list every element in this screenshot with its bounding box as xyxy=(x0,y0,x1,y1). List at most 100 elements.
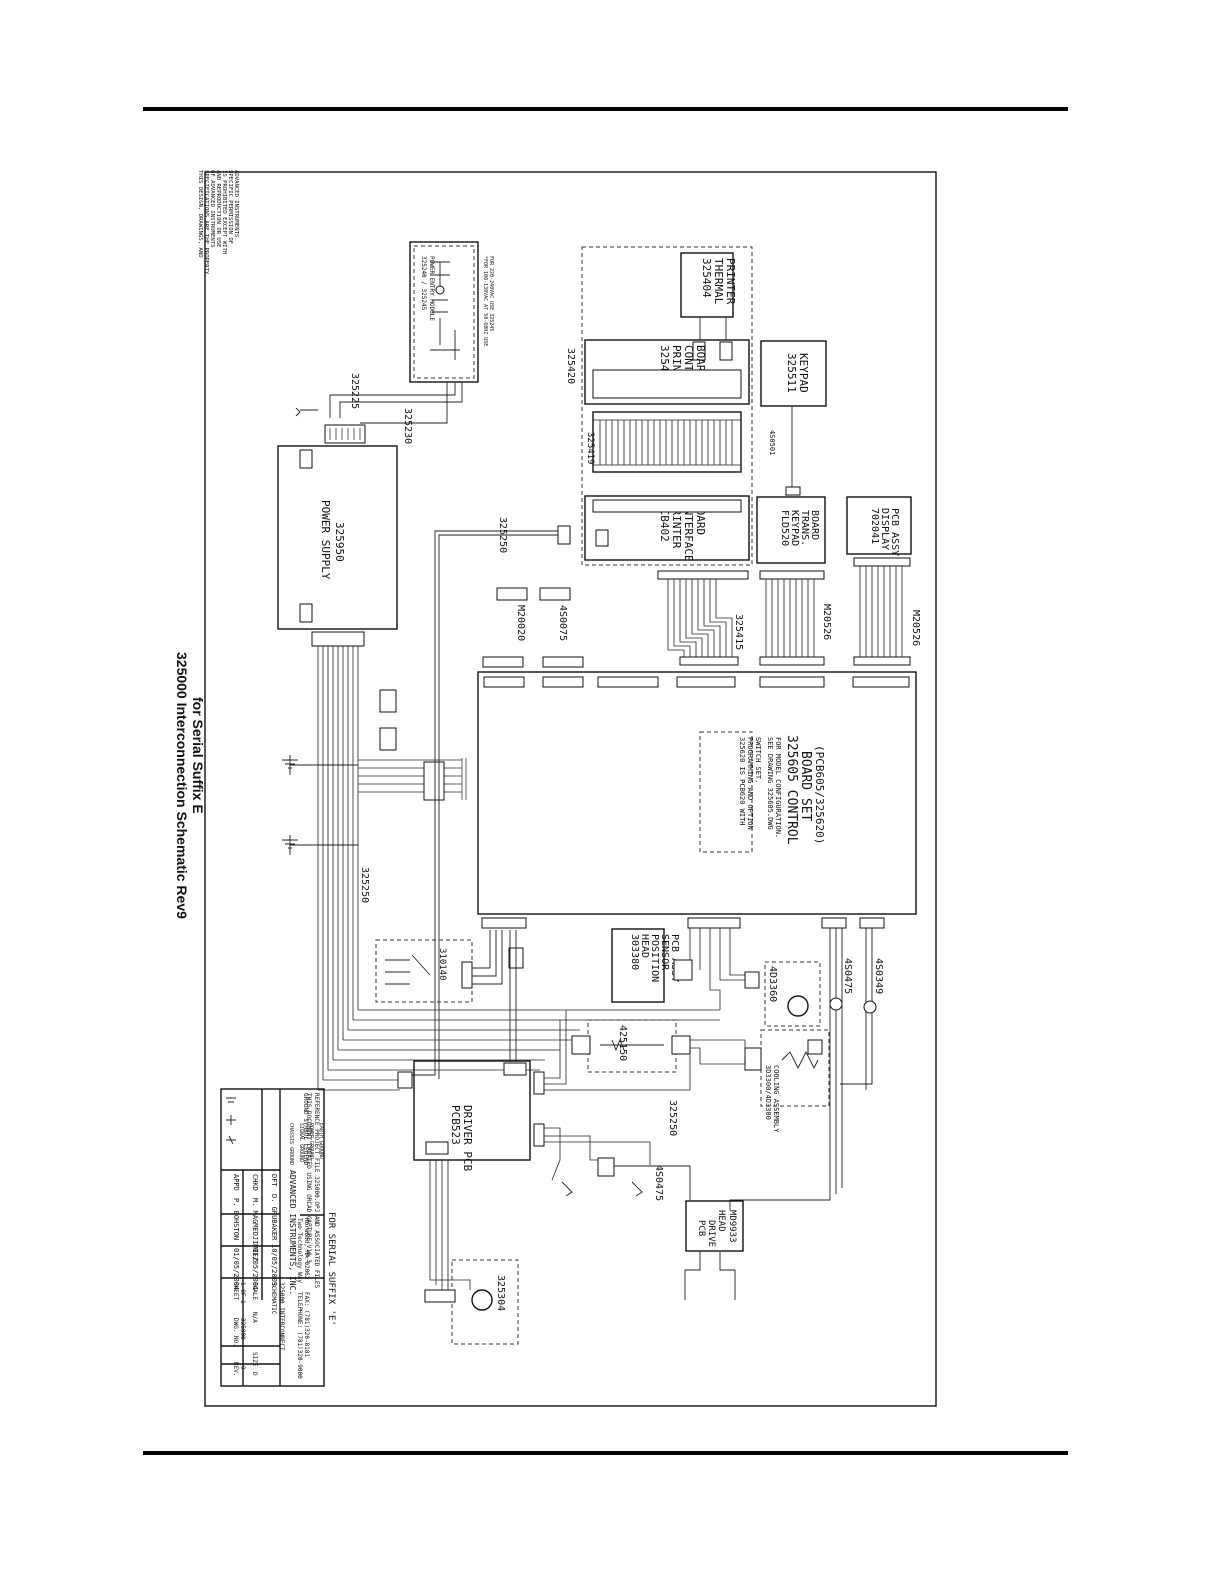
svg-text:DISPLAY: DISPLAY xyxy=(879,508,890,550)
power-entry-module: 325240 / 325245 POWER ENTRY MODULE *FOR … xyxy=(409,241,494,383)
svg-text:310140: 310140 xyxy=(437,948,447,981)
svg-text:CHKD: CHKD xyxy=(251,1174,259,1191)
svg-text:SEE DRAWING 325605.DWG: SEE DRAWING 325605.DWG xyxy=(766,737,774,830)
svg-text:325420: 325420 xyxy=(565,348,576,384)
svg-text:OF ADVANCED INSTRUMENTS: OF ADVANCED INSTRUMENTS xyxy=(209,170,215,247)
svg-text:SCHEMATIC: SCHEMATIC xyxy=(270,1282,277,1315)
svg-text:SPECIFIC PERMISSION OF: SPECIFIC PERMISSION OF xyxy=(227,170,233,245)
svg-text:3D3300/4D3300: 3D3300/4D3300 xyxy=(764,1065,772,1120)
svg-text:POWER GROUND: POWER GROUND xyxy=(308,1123,314,1159)
svg-text:THIS DOCUMENT CREATED USING OR: THIS DOCUMENT CREATED USING ORCAD CAPTUR… xyxy=(305,1093,312,1263)
svg-text:KEYPAD: KEYPAD xyxy=(789,510,800,546)
svg-text:APPD: APPD xyxy=(232,1174,240,1191)
svg-text:FLD520: FLD520 xyxy=(779,510,790,546)
cable-4s0501-label: 4S0501 xyxy=(768,430,776,455)
svg-text:HEAD: HEAD xyxy=(639,934,650,958)
svg-text:POWER SUPPLY: POWER SUPPLY xyxy=(319,500,332,580)
svg-text:325511: 325511 xyxy=(785,353,798,393)
svg-text:PCB523: PCB523 xyxy=(449,1105,462,1145)
svg-text:PRINTER: PRINTER xyxy=(724,258,737,305)
cable-325250-top-label: 325250 xyxy=(497,517,508,553)
svg-text:325304: 325304 xyxy=(495,1275,506,1311)
svg-text:9: 9 xyxy=(239,1366,246,1370)
svg-text:PCB ASSY: PCB ASSY xyxy=(669,934,680,982)
svg-text:DRIVER PCB: DRIVER PCB xyxy=(461,1105,474,1172)
schematic-title: 325000 Interconnection Schematic Rev9 xyxy=(174,652,190,919)
svg-text:INTERFACE: INTERFACE xyxy=(682,502,695,562)
svg-text:TELEPHONE: (781)320-9000: TELEPHONE: (781)320-9000 xyxy=(296,1292,303,1379)
svg-text:SPECIFICATIONS ARE THE PROPERT: SPECIFICATIONS ARE THE PROPERTY xyxy=(203,170,209,275)
serial-suffix-note: FOR SERIAL SUFFIX 'E' xyxy=(326,1212,336,1326)
schematic-subtitle: for Serial Suffix E xyxy=(190,697,206,814)
svg-text:PCB ASSY: PCB ASSY xyxy=(889,508,900,556)
switch-310140: 310140 xyxy=(375,930,503,1003)
svg-text:10/05/2003: 10/05/2003 xyxy=(270,1244,278,1286)
cable-4s0475-line xyxy=(729,928,843,1210)
svg-text:325000 INTERCONNECT: 325000 INTERCONNECT xyxy=(278,1282,285,1351)
svg-text:SHEET: SHEET xyxy=(232,1282,239,1300)
cable-325225-label: 325225 xyxy=(349,373,360,409)
control-board-325605: 325605 CONTROL BOARD SET (PCB605/325620)… xyxy=(477,671,917,929)
svg-text:IS PROHIBITED EXCEPT WITH: IS PROHIBITED EXCEPT WITH xyxy=(221,170,227,254)
cable-m20526-a-label: M20526 xyxy=(821,604,832,640)
svg-text:D: D xyxy=(251,1372,258,1376)
cable-m20526-b-label: M20526 xyxy=(910,610,921,646)
svg-text:DFT: DFT xyxy=(270,1174,278,1187)
svg-text:REFERENCE PROJECT FILE 325000.: REFERENCE PROJECT FILE 325000.OPJ AND AS… xyxy=(313,1093,320,1288)
svg-text:HEAD: HEAD xyxy=(716,1210,726,1232)
svg-text:325419: 325419 xyxy=(585,432,595,465)
svg-text:SIZE: SIZE xyxy=(251,1352,258,1367)
svg-text:01/05/2004: 01/05/2004 xyxy=(251,1248,259,1290)
svg-text:AND REPRODUCTION OR USE: AND REPRODUCTION OR USE xyxy=(215,170,221,248)
svg-text:4D3360: 4D3360 xyxy=(767,966,778,1002)
svg-text:325000: 325000 xyxy=(239,1318,246,1340)
cable-m20020-label: M20020 xyxy=(515,605,526,641)
cable-4s0349-label: 4S0349 xyxy=(873,958,884,994)
svg-text:COOLING ASSEMBLY: COOLING ASSEMBLY xyxy=(772,1065,780,1133)
cable-325250-mid-label: 325250 xyxy=(359,867,370,903)
svg-text:BOARD: BOARD xyxy=(809,510,820,540)
cable-325230-label: 325230 xyxy=(402,408,413,444)
svg-text:01/05/2004: 01/05/2004 xyxy=(232,1248,240,1290)
head-position-sensor-303380: 303380 HEAD POSITION SENSOR PCB ASSY xyxy=(611,928,680,1003)
cable-4s0075-label: 4S0075 xyxy=(557,605,568,641)
head-drive-pcb-md9933: MD9933 HEAD DRIVE PCB xyxy=(684,1200,744,1300)
svg-text:N/A: N/A xyxy=(251,1312,258,1323)
motor-325304: 325304 xyxy=(424,1160,519,1345)
svg-text:PCB: PCB xyxy=(696,1220,706,1236)
svg-text:REV.: REV. xyxy=(232,1362,239,1376)
svg-text:GROUND SYMBOL LEGEND: GROUND SYMBOL LEGEND xyxy=(302,1093,309,1166)
svg-text:BOARD SET: BOARD SET xyxy=(798,751,813,822)
fuse-425150: 425150 xyxy=(571,1019,691,1073)
svg-text:EARTH GROUND: EARTH GROUND xyxy=(318,1123,324,1159)
svg-text:ADVANCED INSTRUMENTS, INC.: ADVANCED INSTRUMENTS, INC. xyxy=(288,1170,297,1295)
svg-text:M. MAGMEDJIMIEZ: M. MAGMEDJIMIEZ xyxy=(251,1198,259,1261)
svg-text:KEYPAD: KEYPAD xyxy=(797,353,810,393)
svg-text:SWITCH SET.: SWITCH SET. xyxy=(754,737,762,783)
svg-text:POWER ENTRY MODULE: POWER ENTRY MODULE xyxy=(428,256,435,321)
svg-text:TRANS.: TRANS. xyxy=(799,510,810,546)
proprietary-note: THIS DESIGN, DRAWINGS, AND SPECIFICATION… xyxy=(197,170,239,275)
driver-pcb-523: PCB523 DRIVER PCB xyxy=(413,1060,545,1172)
svg-text:THIS DESIGN, DRAWINGS, AND: THIS DESIGN, DRAWINGS, AND xyxy=(197,170,203,258)
svg-text:DRIVE: DRIVE xyxy=(706,1220,716,1247)
cable-325225-line xyxy=(329,382,456,418)
svg-text:Two Technology Way: Two Technology Way xyxy=(296,1218,303,1283)
ribbon-cables: 325415 M20526 M20526 M20020 4S0075 xyxy=(482,557,921,668)
svg-text:POSITION: POSITION xyxy=(649,934,660,982)
svg-text:303380: 303380 xyxy=(629,934,640,970)
cable-325415-label: 325415 xyxy=(733,614,744,650)
power-supply-325950: POWER SUPPLY 325950 xyxy=(277,445,398,630)
svg-text:325240 / 325245: 325240 / 325245 xyxy=(420,256,427,311)
ground-symbols xyxy=(282,689,397,855)
keypad-325511: 325511 KEYPAD xyxy=(760,340,827,407)
svg-text:(PCB605/325620): (PCB605/325620) xyxy=(813,745,826,844)
svg-text:325605 CONTROL: 325605 CONTROL xyxy=(784,735,799,845)
svg-text:D. GRUBAKER: D. GRUBAKER xyxy=(270,1194,278,1241)
svg-text:1 OF 1: 1 OF 1 xyxy=(239,1282,246,1304)
svg-text:Norwood, MA 02062: Norwood, MA 02062 xyxy=(303,1218,310,1280)
drawing-frame xyxy=(204,171,937,1407)
svg-text:SCALE: SCALE xyxy=(251,1282,258,1300)
ps-output-connector xyxy=(311,631,365,647)
